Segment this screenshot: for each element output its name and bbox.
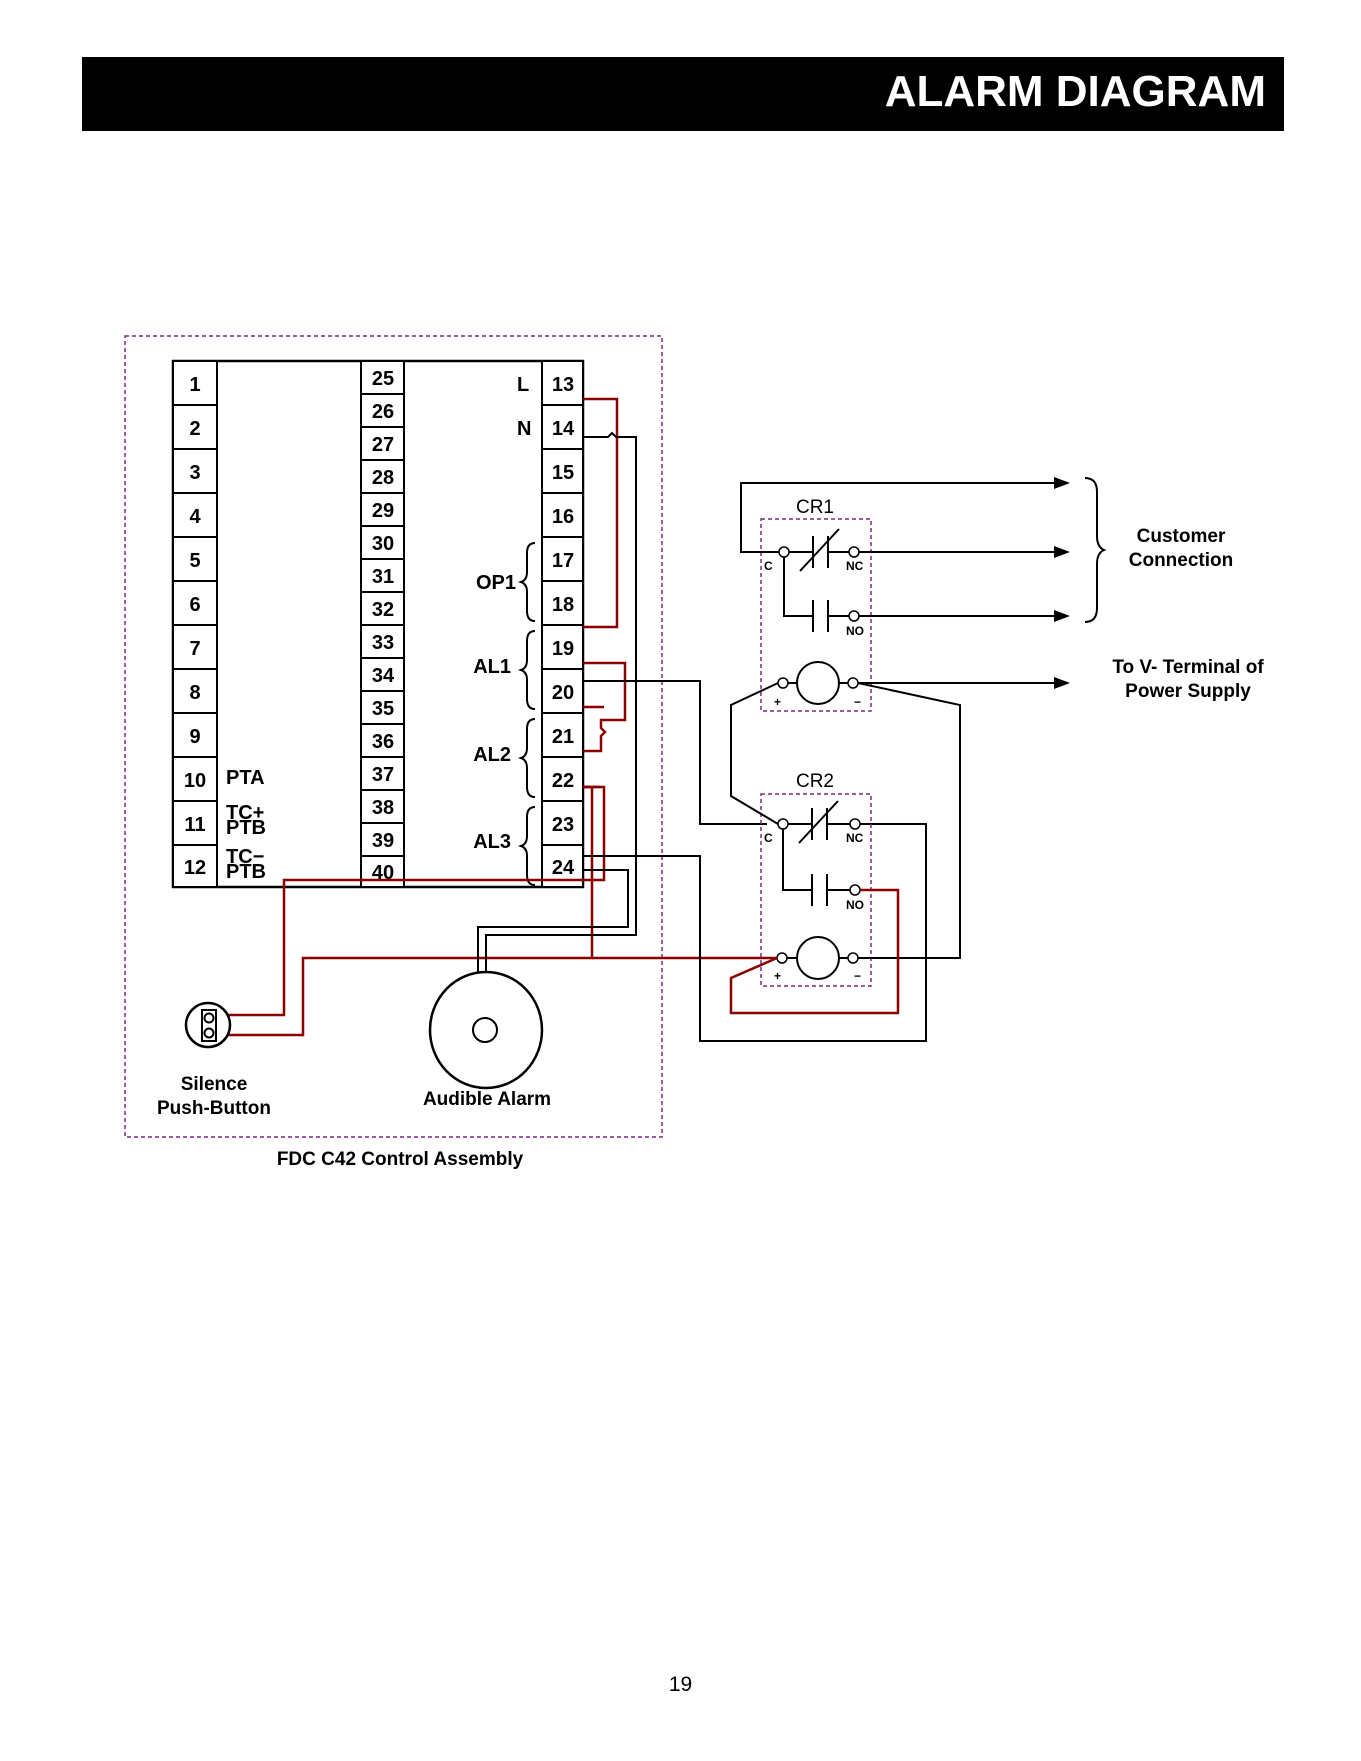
- page-number: 19: [668, 1673, 693, 1696]
- terminal-26: 26: [372, 401, 394, 423]
- relay-cr1-contacts: [777, 528, 860, 705]
- cr2-label-minus: −: [854, 969, 861, 983]
- label-tc-plus: TC+: [226, 802, 264, 824]
- terminal-strip-middle: 25 26 27 28 29 30 31 32 33 34 35 36 37 3…: [360, 360, 405, 888]
- terminal-16: 16: [552, 506, 574, 528]
- power-supply-label-1: To V- Terminal of: [1112, 657, 1264, 678]
- terminal-6: 6: [189, 594, 200, 616]
- cr1-label-plus: +: [774, 695, 781, 709]
- cr1-label-minus: −: [854, 695, 861, 709]
- label-al3: AL3: [473, 831, 511, 853]
- brace-al1: [517, 630, 536, 710]
- terminal-24: 24: [552, 857, 575, 879]
- terminal-31: 31: [372, 566, 394, 588]
- label-al1: AL1: [473, 656, 511, 678]
- terminal-19: 19: [552, 638, 574, 660]
- relay-cr1-title: CR1: [796, 497, 834, 518]
- customer-connection-label-2: Connection: [1129, 550, 1234, 571]
- terminal-23: 23: [552, 814, 574, 836]
- terminal-7: 7: [189, 638, 200, 660]
- relay-cr2-contacts: [776, 800, 861, 980]
- terminal-15: 15: [552, 462, 574, 484]
- relay-cr2-title: CR2: [796, 771, 834, 792]
- label-op1: OP1: [476, 572, 516, 594]
- terminal-4: 4: [189, 506, 201, 528]
- terminal-11: 11: [184, 814, 205, 836]
- brace-al2: [517, 718, 536, 798]
- wiring-external: [729, 477, 1107, 1015]
- page-title: ALARM DIAGRAM: [884, 67, 1266, 116]
- silence-label-2: Push-Button: [157, 1098, 271, 1119]
- terminal-strip-left: 1 2 3 4 5 6 7 8 9 10 11 12: [172, 360, 218, 888]
- cr2-label-c: C: [764, 831, 773, 845]
- terminal-5: 5: [189, 550, 200, 572]
- terminal-25: 25: [372, 368, 394, 390]
- wiring-black: [477, 431, 927, 1042]
- terminal-28: 28: [372, 467, 394, 489]
- header-bar: ALARM DIAGRAM: [82, 57, 1284, 131]
- terminal-30: 30: [372, 533, 394, 555]
- terminal-22: 22: [552, 770, 574, 792]
- label-n: N: [517, 418, 531, 440]
- control-assembly-outline: [124, 335, 663, 1138]
- brace-op1: [517, 542, 536, 622]
- terminal-2: 2: [189, 418, 200, 440]
- terminal-13: 13: [552, 374, 574, 396]
- terminal-39: 39: [372, 830, 394, 852]
- terminal-35: 35: [372, 698, 394, 720]
- label-al2: AL2: [473, 744, 511, 766]
- terminal-21: 21: [552, 726, 574, 748]
- silence-push-button[interactable]: [184, 1001, 232, 1049]
- label-ptb-2: PTB: [226, 861, 266, 883]
- cr2-label-no: NO: [846, 898, 864, 912]
- terminal-14: 14: [552, 418, 575, 440]
- terminal-18: 18: [552, 594, 574, 616]
- terminal-37: 37: [372, 764, 394, 786]
- assembly-label: FDC C42 Control Assembly: [277, 1149, 524, 1170]
- terminal-12: 12: [184, 857, 206, 879]
- terminal-32: 32: [372, 599, 394, 621]
- terminal-9: 9: [189, 726, 200, 748]
- label-l: L: [517, 374, 529, 396]
- cr1-label-no: NO: [846, 624, 864, 638]
- label-ptb-1: PTB: [226, 817, 266, 839]
- cr2-label-plus: +: [774, 969, 781, 983]
- terminal-27: 27: [372, 434, 394, 456]
- wiring-red: [222, 397, 777, 1037]
- terminal-33: 33: [372, 632, 394, 654]
- cr2-label-nc: NC: [846, 831, 864, 845]
- cr1-label-c: C: [764, 559, 773, 573]
- terminal-20: 20: [552, 682, 574, 704]
- cr1-label-nc: NC: [846, 559, 864, 573]
- audible-alarm: [428, 970, 544, 1090]
- terminal-40: 40: [372, 862, 394, 884]
- terminal-17: 17: [552, 550, 574, 572]
- customer-connection-label-1: Customer: [1137, 526, 1226, 547]
- label-tc-minus: TC−: [226, 846, 264, 868]
- terminal-29: 29: [372, 500, 394, 522]
- terminal-10: 10: [184, 770, 206, 792]
- terminal-strip-right: 13 14 15 16 17 18 19 20 21 22 23 24: [541, 360, 584, 888]
- silence-label-1: Silence: [181, 1074, 248, 1095]
- power-supply-label-2: Power Supply: [1125, 681, 1251, 702]
- terminal-38: 38: [372, 797, 394, 819]
- terminal-3: 3: [189, 462, 200, 484]
- audible-alarm-label: Audible Alarm: [423, 1089, 551, 1110]
- terminal-34: 34: [372, 665, 395, 687]
- terminal-8: 8: [189, 682, 200, 704]
- label-pta: PTA: [226, 767, 265, 789]
- terminal-36: 36: [372, 731, 394, 753]
- terminal-1: 1: [189, 374, 200, 396]
